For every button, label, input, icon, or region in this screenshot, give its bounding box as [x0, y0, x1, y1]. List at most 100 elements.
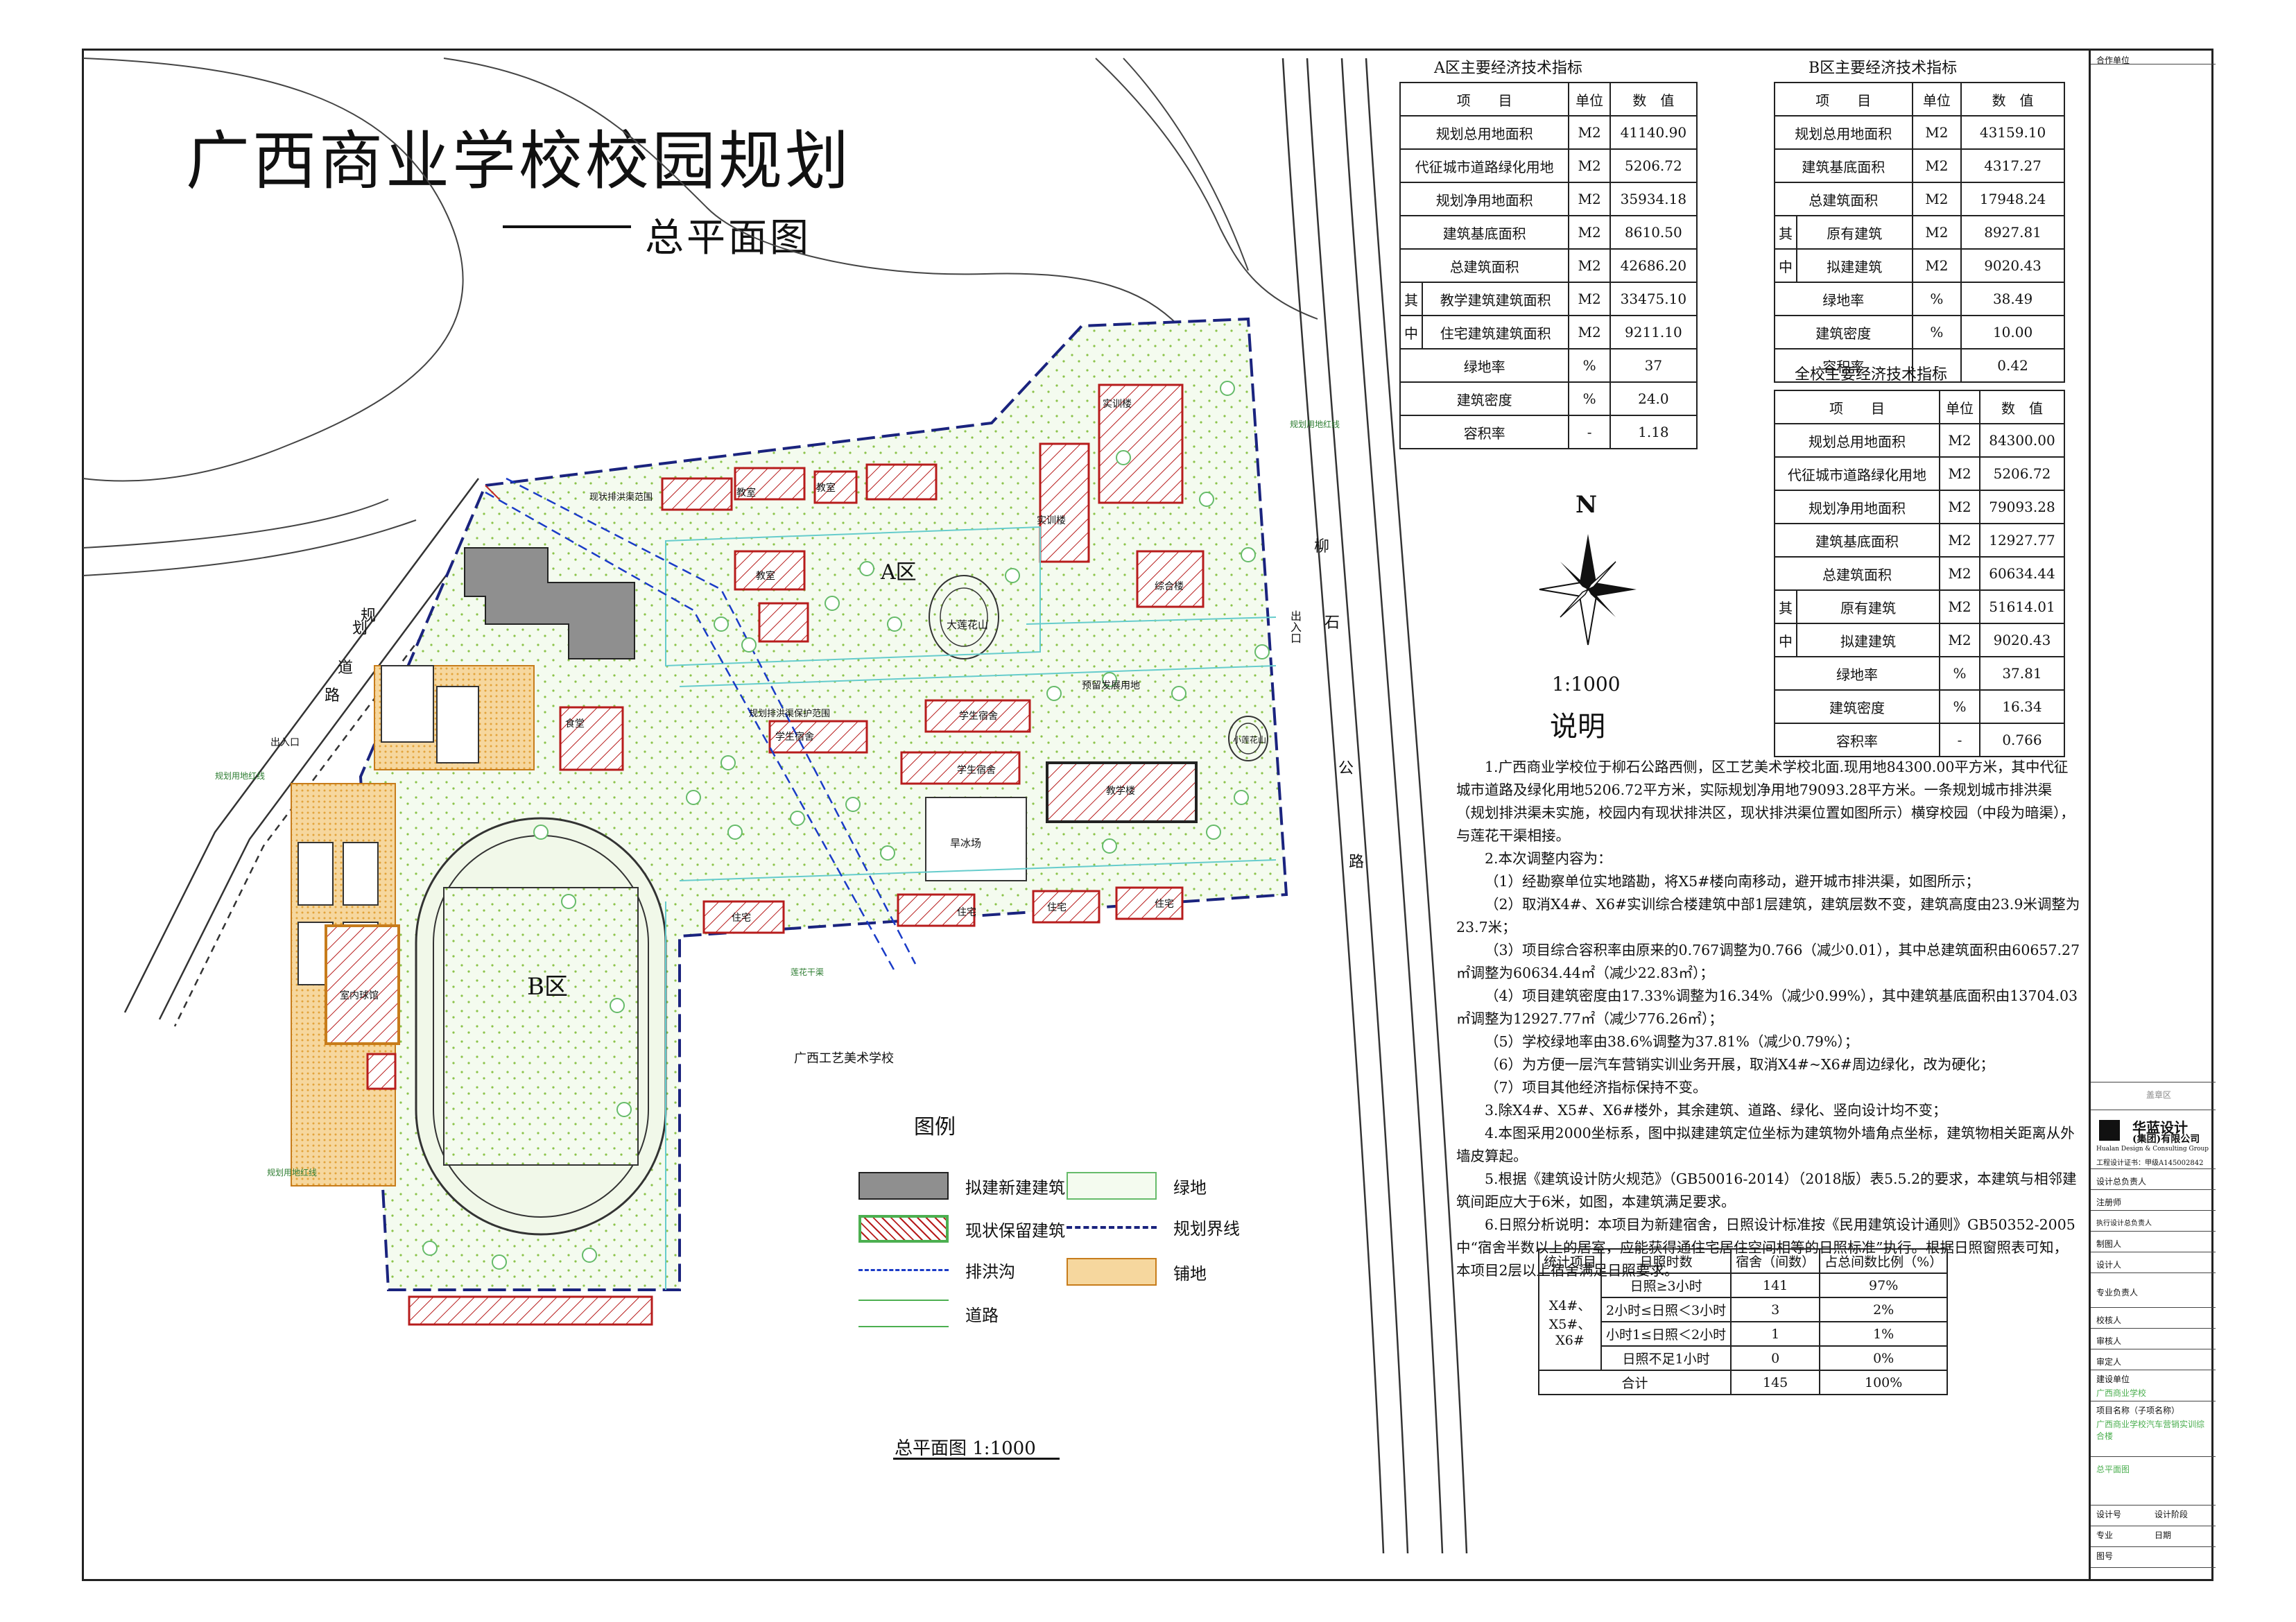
table-row: 容积率-0.766 — [1773, 723, 2066, 757]
legend-road: 道路 — [858, 1300, 999, 1327]
liushi-char-3: 公 — [1338, 760, 1354, 777]
ice-rink — [925, 797, 1027, 881]
table-row: 2小时≤日照＜3小时 3 2% — [1539, 1297, 1949, 1322]
bldg-label-10: 学生宿舍 — [957, 765, 996, 776]
bldg-label-14: 住宅 — [1047, 902, 1067, 913]
legend-ditch: 排洪沟 — [858, 1258, 1015, 1282]
legend-title: 图例 — [914, 1115, 956, 1139]
bldg-label-11: 教学楼 — [1106, 786, 1135, 797]
new-buildings — [464, 547, 635, 659]
table-row: 项 目 单位 数 值 — [1773, 390, 2066, 424]
rockery-label: 大莲花山 — [947, 619, 989, 631]
bldg-label-4: 教室 — [816, 483, 836, 494]
zone-b-label: B区 — [527, 973, 568, 1001]
legend-new-building: 拟建新建建筑 — [858, 1172, 1065, 1200]
stamp-label: 盖章区 — [2146, 1090, 2172, 1100]
note-7: （5）学校绿地率由38.6%调整为37.81%（减少0.79%）； — [1485, 1033, 1859, 1050]
table-b-caption: B区主要经济技术指标 — [1809, 60, 1958, 77]
table-row: 绿地率%38.49 — [1774, 282, 2065, 316]
project-value: 广西商业学校汽车营销实训综合楼 — [2096, 1420, 2205, 1441]
legend-swatch-green — [1067, 1172, 1157, 1200]
table-row: 绿地率%37 — [1399, 348, 1698, 383]
table-row: 小时1≤日照＜2小时 1 1% — [1539, 1321, 1949, 1347]
note-12: 5.根据《建筑设计防火规范》（GB50016-2014）（2018版）表5.5.… — [1456, 1171, 2077, 1210]
role-3: 执行设计总负责人 — [2096, 1220, 2152, 1227]
lotus-label: 小莲花山 — [1233, 735, 1267, 745]
bldg-label-8: 学生宿舍 — [775, 732, 814, 743]
company-logo-icon — [2099, 1120, 2120, 1141]
client-value: 广西商业学校 — [2096, 1388, 2147, 1398]
road-char-3: 道 — [338, 659, 354, 677]
map-note-2: 规划排洪渠保护范围 — [749, 709, 831, 719]
role-6: 专业负责人 — [2096, 1288, 2139, 1297]
table-row: 容积率-0.42 — [1774, 348, 2065, 383]
table-row: 项 目 单位 数 值 — [1399, 82, 1698, 117]
indoor-ball-label: 室内球馆 — [340, 990, 379, 1001]
field-5: 图号 — [2096, 1551, 2114, 1561]
table-row: 建筑密度%10.00 — [1774, 315, 2065, 350]
table-row: 项 目 单位 数 值 — [1774, 82, 2065, 117]
zone-a-label: A区 — [881, 560, 917, 585]
bldg-label-15: 住宅 — [1155, 899, 1174, 910]
flood-ditch — [485, 477, 917, 972]
project-label: 项目名称（子项名称） — [2096, 1406, 2180, 1415]
note-4: （2）取消X4#、X6#实训综合楼建筑中部1层建筑，建筑层数不变，建筑高度由23… — [1456, 896, 2080, 935]
company-group: (集团)有限公司 — [2132, 1134, 2200, 1145]
bldg-label-1: 实训楼 — [1103, 399, 1132, 410]
trees — [422, 381, 1270, 1270]
road-char-4: 路 — [325, 687, 340, 705]
title-block: 合作单位 盖章区 华蓝设计 (集团)有限公司 Hualan Design & C… — [2089, 49, 2216, 1581]
role-9: 审定人 — [2096, 1357, 2122, 1367]
bldg-label-12: 住宅 — [732, 913, 751, 924]
map-note-6: 莲花干渠 — [791, 967, 825, 977]
map-note-1: 现状排洪渠范围 — [589, 492, 653, 503]
legend-swatch-boundary — [1067, 1225, 1157, 1229]
client-label: 建设单位 — [2096, 1374, 2130, 1384]
liushi-char-2: 石 — [1324, 614, 1340, 632]
drawing-name: 总平面图 — [2096, 1465, 2130, 1474]
terrain-contours — [83, 58, 1318, 576]
road-char-2: 划 — [352, 620, 368, 637]
table-row: 建筑密度%16.34 — [1773, 689, 2066, 724]
field-1: 设计号 — [2096, 1510, 2122, 1519]
entrance-label: 出入口 — [270, 737, 300, 748]
legend-swatch-gray — [858, 1172, 949, 1200]
bldg-label-13: 住宅 — [957, 907, 976, 918]
role-2: 注册师 — [2096, 1198, 2122, 1207]
exit-label: 出入口 — [1288, 610, 1302, 644]
planned-road — [123, 478, 528, 1027]
role-1: 设计总负责人 — [2096, 1177, 2147, 1187]
liushi-road — [1281, 58, 1468, 1554]
road-char-1: 规 — [361, 607, 377, 625]
table-all-caption: 全校主要经济技术指标 — [1795, 366, 1948, 383]
note-6: （4）项目建筑密度由17.33%调整为16.34%（减少0.99%），其中建筑基… — [1456, 987, 2078, 1027]
bldg-label-9: 学生宿舍 — [959, 711, 998, 722]
note-5: （3）项目综合容积率由原来的0.767调整为0.766（减少0.01），其中总建… — [1456, 942, 2080, 981]
role-4: 制图人 — [2096, 1239, 2122, 1249]
north-scale: 1:1000 — [1552, 673, 1621, 696]
drawing-frame — [82, 49, 2213, 1581]
subtitle-rule — [503, 225, 631, 228]
plan-scale-rule — [893, 1458, 1060, 1460]
liushi-char-1: 柳 — [1314, 538, 1330, 555]
coop-label: 合作单位 — [2096, 55, 2130, 65]
plan-scale-label: 总平面图 1:1000 — [895, 1438, 1036, 1459]
table-row: 建筑密度%24.0 — [1399, 381, 1698, 416]
